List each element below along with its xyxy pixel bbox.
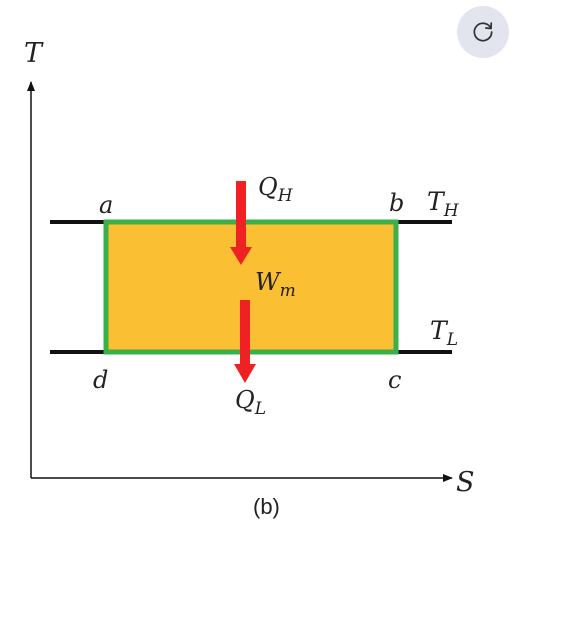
work-label: Wm [255,268,296,301]
qh-label: QH [258,173,294,206]
tl-label: TL [430,316,458,350]
corner-d-label: d [93,366,108,394]
carnot-cycle-area [103,219,399,355]
corner-c-label: c [388,366,401,394]
corner-a-label: a [99,191,113,219]
ql-label: QL [235,386,266,419]
y-axis-label: T [24,38,44,69]
x-axis-label: S [456,467,475,498]
corner-b-label: b [389,189,404,217]
heat-in-arrow [230,181,252,265]
th-label: TH [427,187,460,221]
refresh-button[interactable] [457,6,509,58]
refresh-icon [473,22,493,42]
heat-out-arrow [234,300,256,383]
figure-caption: (b) [253,494,280,519]
